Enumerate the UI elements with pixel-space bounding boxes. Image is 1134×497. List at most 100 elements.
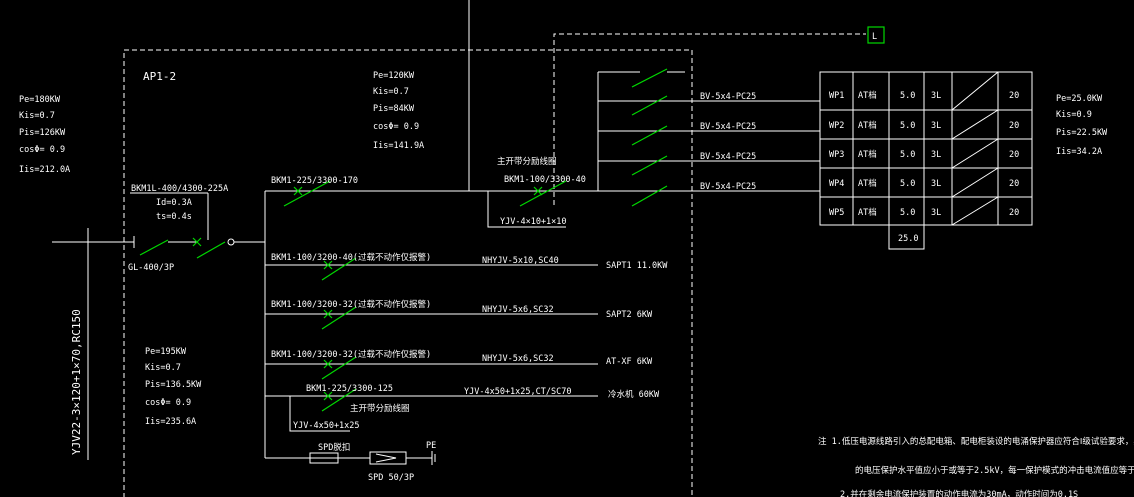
panel-param: cosΦ= 0.9 — [373, 122, 419, 132]
bottom-param: cosΦ= 0.9 — [145, 398, 191, 408]
table-diag — [951, 196, 999, 226]
table-type: AT档 — [858, 120, 877, 131]
subpanel-total: 25.0 — [898, 234, 918, 244]
branch-cable: NHYJV-5x6,SC32 — [482, 354, 554, 364]
branch-breaker: BKM1-100/3200-32(过载不动作仅报警) — [271, 299, 431, 310]
table-phase: 3L — [931, 179, 941, 189]
sub-feeder-breaker: BKM1-100/3300-40 — [504, 175, 586, 185]
top-feeder-switch — [283, 180, 331, 207]
branch-breaker: BKM1-100/3200-32(过载不动作仅报警) — [271, 349, 431, 360]
subpanel-cable: BV-5x4-PC25 — [700, 92, 756, 102]
table-load: 5.0 — [900, 91, 915, 101]
subpanel-row: BV-5x4-PC25 — [598, 182, 820, 207]
bottom-param: Iis=235.6A — [145, 417, 196, 427]
top-feeder-cross — [293, 186, 303, 196]
branch-cross — [323, 309, 333, 319]
table-load: 5.0 — [900, 208, 915, 218]
bottom-params: Pe=195KW Kis=0.7 Pis=136.5KW cosΦ= 0.9 I… — [145, 347, 202, 427]
subpanel-row: BV-5x4-PC25 — [598, 122, 820, 146]
rcd-symbol — [227, 238, 235, 246]
panel-param: Pis=84KW — [373, 104, 415, 114]
table-diag — [951, 109, 999, 140]
last-feeder: BKM1-225/3300-125 YJV-4x50+1x25,CT/SC70 … — [265, 384, 660, 432]
subpanel-table-text: WP1 AT档 5.0 3L 20 WP2 AT档 5.0 3L 20 WP3 … — [829, 90, 1019, 244]
panel-param: Iis=141.9A — [373, 141, 424, 151]
right-param: Pis=22.5KW — [1056, 128, 1108, 138]
subpanel-cable: BV-5x4-PC25 — [700, 122, 756, 132]
note-line: 的电压保护水平值应小于或等于2.5kV，每一保护模式的冲击电流值应等于或大于12… — [855, 465, 1134, 476]
top-right-box — [867, 26, 885, 44]
branch-cable: NHYJV-5x6,SC32 — [482, 305, 554, 315]
subpanel-row-switch — [631, 68, 668, 88]
table-circuit: WP3 — [829, 150, 844, 160]
left-param: Kis=0.7 — [19, 111, 55, 121]
left-param: cosΦ= 0.9 — [19, 145, 65, 155]
table-phase: 3L — [931, 208, 941, 218]
table-current: 20 — [1009, 91, 1019, 101]
branch-circuit: BKM1-100/3200-32(过载不动作仅报警) NHYJV-5x6,SC3… — [265, 349, 653, 380]
right-param: Pe=25.0KW — [1056, 94, 1103, 104]
note-line: 2.并在剩余电流保护装置的动作电流为30mA，动作时间为0.1S — [840, 489, 1078, 497]
table-load: 5.0 — [900, 150, 915, 160]
table-type: AT档 — [858, 149, 877, 160]
subpanel-cable: BV-5x4-PC25 — [700, 182, 756, 192]
spd-device — [369, 451, 407, 465]
spd-model: SPD 50/3P — [368, 473, 414, 483]
branch-cable: NHYJV-5x10,SC40 — [482, 256, 559, 266]
table-current: 20 — [1009, 121, 1019, 131]
bottom-param: Pis=136.5KW — [145, 380, 202, 390]
right-param: Iis=34.2A — [1056, 147, 1102, 157]
table-type: AT档 — [858, 90, 877, 101]
subpanel-cable: BV-5x4-PC25 — [700, 152, 756, 162]
panel-name: AP1-2 — [143, 70, 176, 83]
table-diag — [951, 167, 999, 198]
sub-feeder-cable: YJV-4×10+1×10 — [500, 217, 567, 227]
control-link-dashed — [553, 33, 866, 205]
table-current: 20 — [1009, 179, 1019, 189]
subpanel-row-switch — [631, 155, 668, 176]
table-phase: 3L — [931, 91, 941, 101]
spd-label: SPD脱扣 — [318, 442, 350, 453]
branch-switch — [321, 257, 357, 281]
panel-enclosure — [123, 49, 693, 497]
table-diag — [951, 71, 999, 111]
subpanel-table — [819, 71, 1033, 250]
incoming-breaker-switch — [196, 241, 226, 259]
panel-param: Kis=0.7 — [373, 87, 409, 97]
table-phase: 3L — [931, 150, 941, 160]
table-current: 20 — [1009, 150, 1019, 160]
table-current: 20 — [1009, 208, 1019, 218]
table-circuit: WP4 — [829, 179, 844, 189]
spd-arrow-icon — [375, 453, 397, 463]
incoming-isolator-label: GL-400/3P — [128, 263, 174, 273]
sub-feeder-cross — [533, 186, 543, 196]
left-param: Iis=212.0A — [19, 165, 70, 175]
panel-param: Pe=120KW — [373, 71, 415, 81]
bottom-param: Kis=0.7 — [145, 363, 181, 373]
table-circuit: WP2 — [829, 121, 844, 131]
table-diag — [951, 138, 999, 169]
last-feeder-load: 冷水机 60KW — [608, 389, 660, 400]
branch-switch — [321, 306, 357, 330]
pe-label: PE — [426, 441, 436, 451]
spd-disconnector — [309, 452, 339, 464]
table-phase: 3L — [931, 121, 941, 131]
subpanel-total-cell — [888, 224, 925, 250]
branch-switch — [321, 356, 357, 380]
breaker-cross — [192, 237, 202, 247]
top-right-box-label: L — [872, 32, 877, 42]
sub-feeder-switch — [519, 180, 567, 207]
subpanel-row: BV-5x4-PC25 — [598, 92, 820, 116]
subpanel-table-frame — [819, 71, 1033, 226]
table-type: AT档 — [858, 207, 877, 218]
subpanel-row-switch — [631, 185, 668, 207]
subpanel-row-switch — [631, 125, 668, 146]
last-feeder-cable: YJV-4x50+1x25,CT/SC70 — [464, 387, 571, 397]
last-feeder-breaker: BKM1-225/3300-125 — [306, 384, 393, 394]
branch-cross — [323, 260, 333, 270]
bottom-param: Pe=195KW — [145, 347, 187, 357]
sub-feeder-note: 主开带分励线圈 — [497, 156, 557, 167]
last-feeder-switch — [321, 388, 357, 412]
left-param: Pis=126KW — [19, 128, 66, 138]
notes: 注 1.低压电源线路引入的总配电箱、配电柜装设的电涌保护器应符合Ⅰ级试验要求，其… — [818, 436, 1134, 497]
